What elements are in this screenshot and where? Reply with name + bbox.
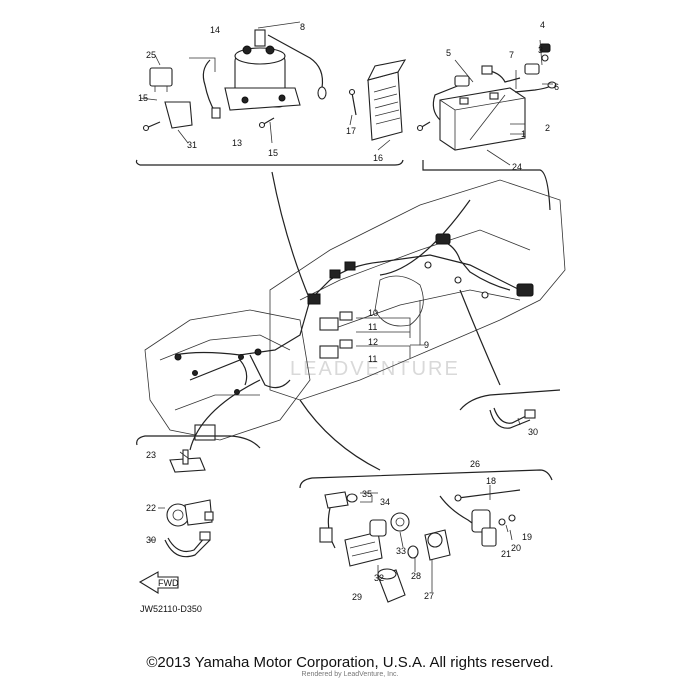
diagram-code: JW52110-D350 <box>140 604 202 614</box>
callout-label: 11 <box>368 322 377 332</box>
band-part <box>164 539 211 558</box>
starter-relay-part <box>224 29 301 111</box>
wire-part <box>457 489 521 499</box>
callout-label: 11 <box>368 354 377 364</box>
callout-label: 20 <box>511 543 521 553</box>
lead-wire <box>202 59 216 113</box>
regulator-part <box>366 59 407 141</box>
callout-label: 14 <box>210 25 220 35</box>
cable-part <box>267 34 324 89</box>
callout-label: 3 <box>538 45 543 55</box>
nut-part-2 <box>390 512 410 532</box>
band-group <box>459 389 561 429</box>
horn-part <box>166 499 214 527</box>
callout-label: 10 <box>368 308 378 318</box>
copyright-text: ©2013 Yamaha Motor Corporation, U.S.A. A… <box>146 654 554 671</box>
callout-label: 30 <box>528 427 538 437</box>
bottom-center-group <box>299 469 553 603</box>
battery-lead <box>432 84 461 121</box>
band-bracket <box>459 389 561 411</box>
nut-part <box>539 43 551 53</box>
callout-label: 8 <box>300 22 305 32</box>
callout-label: 5 <box>446 48 451 58</box>
callout-label: 28 <box>411 571 421 581</box>
callout-label: 33 <box>396 546 406 556</box>
callout-label: 15 <box>268 148 278 158</box>
battery-cap <box>524 63 540 75</box>
callout-label: 7 <box>509 50 514 60</box>
callouts: 1 2 3 4 5 6 7 8 9 10 11 11 12 13 14 15 1… <box>138 20 559 602</box>
fwd-arrow-icon: FWD <box>138 571 179 594</box>
battery-bracket <box>422 160 551 211</box>
callout-label: 1 <box>521 129 526 139</box>
stay-part <box>169 457 206 473</box>
callout-label: 15 <box>138 93 148 103</box>
battery-part <box>439 87 526 151</box>
callout-label: 16 <box>373 153 383 163</box>
callout-label: 34 <box>380 497 390 507</box>
rendered-by-text: Rendered by LeadVenture, Inc. <box>301 671 399 678</box>
relay-part <box>149 67 173 87</box>
ring-part <box>407 545 419 559</box>
callout-label: 24 <box>512 162 522 172</box>
leader-lines <box>189 171 501 471</box>
callout-label: 25 <box>146 50 156 60</box>
bolt-part-4 <box>508 514 516 522</box>
watermark-text: LEADVENTURE <box>290 358 460 380</box>
callout-label: 29 <box>352 592 362 602</box>
bolt-part-3 <box>351 92 357 116</box>
callout-label: 31 <box>187 140 197 150</box>
callout-label: 9 <box>424 340 429 350</box>
socket-part <box>424 529 451 561</box>
bottom-left-group: FWD JW52110-D350 <box>136 435 261 614</box>
callout-label: 26 <box>470 459 480 469</box>
callout-label: 35 <box>362 489 372 499</box>
bottom-left-bracket <box>136 435 261 449</box>
fwd-label: FWD <box>158 578 179 588</box>
callout-label: 27 <box>424 591 434 601</box>
callout-label: 13 <box>232 138 242 148</box>
callout-label: 22 <box>146 503 156 513</box>
callout-label: 18 <box>486 476 496 486</box>
callout-label: 23 <box>146 450 156 460</box>
bottom-center-bracket <box>299 469 553 489</box>
main-switch-part <box>344 519 387 567</box>
callout-label: 30 <box>146 535 156 545</box>
top-left-bracket <box>135 159 404 166</box>
top-left-group <box>135 29 407 166</box>
battery-group <box>416 43 557 211</box>
wire-harness <box>174 233 534 395</box>
vehicle-body <box>144 179 566 441</box>
callout-label: 32 <box>374 573 384 583</box>
callout-label: 21 <box>501 549 511 559</box>
callout-label: 2 <box>545 123 550 133</box>
washer-part <box>498 518 506 526</box>
callout-label: 6 <box>554 82 559 92</box>
callout-label: 4 <box>540 20 545 30</box>
switch-assembly-part <box>439 495 497 547</box>
callout-label: 17 <box>346 126 356 136</box>
callout-label: 12 <box>368 337 378 347</box>
bracket-part <box>164 101 193 129</box>
callout-label: 19 <box>522 532 532 542</box>
